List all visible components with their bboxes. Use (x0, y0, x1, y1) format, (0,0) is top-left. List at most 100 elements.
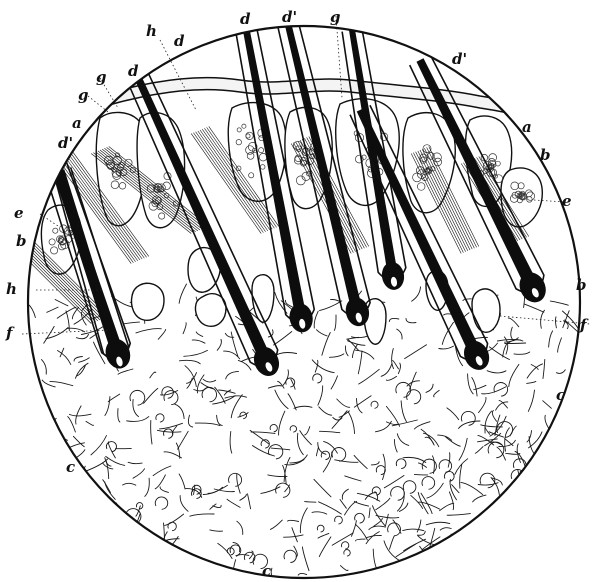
connective-fiber (527, 559, 531, 578)
connective-fiber (526, 430, 533, 443)
gland-cell (514, 190, 522, 198)
connective-fiber (543, 571, 553, 575)
hair-papilla (265, 362, 273, 372)
connective-fiber (588, 358, 600, 368)
connective-curl (91, 489, 102, 500)
gland-cell (124, 158, 133, 167)
connective-fiber (444, 436, 461, 447)
connective-fiber (291, 527, 298, 543)
connective-fiber (187, 414, 194, 428)
connective-fiber (318, 406, 333, 416)
gland-cell (110, 180, 120, 190)
connective-fiber (555, 369, 566, 374)
connective-fiber (488, 431, 504, 438)
connective-fiber (420, 492, 433, 515)
connective-fiber (373, 517, 383, 527)
connective-curl (395, 381, 412, 398)
connective-curl (421, 476, 436, 490)
connective-fiber (501, 554, 515, 563)
connective-fiber (564, 319, 579, 333)
connective-fiber (157, 328, 167, 340)
connective-fiber (194, 422, 221, 427)
connective-fiber (522, 507, 528, 523)
muscle-fiber (28, 238, 105, 319)
connective-fiber (101, 492, 106, 514)
connective-fiber (232, 541, 241, 553)
connective-curl (390, 486, 405, 501)
connective-curl (283, 549, 297, 563)
connective-fiber (277, 380, 285, 389)
connective-fiber (28, 429, 36, 432)
connective-fiber (124, 545, 148, 552)
connective-fiber (331, 532, 354, 546)
gland-cell (361, 154, 367, 160)
muscle-fiber (410, 153, 462, 254)
gland-cell (56, 235, 64, 244)
connective-fiber (416, 530, 426, 536)
muscle-fiber (28, 243, 92, 324)
gland-cell (245, 145, 255, 155)
gland-cell (247, 142, 258, 152)
connective-fiber (186, 377, 193, 389)
connective-fiber (178, 283, 187, 304)
connective-fiber (209, 503, 217, 510)
connective-fiber (186, 372, 197, 384)
connective-curl (285, 377, 296, 388)
hair-papilla (531, 288, 539, 298)
connective-fiber (446, 513, 471, 516)
muscle-fiber (201, 128, 273, 230)
connective-curl (421, 458, 437, 474)
connective-fiber (489, 547, 512, 561)
connective-curl (443, 471, 455, 482)
connective-fiber (283, 534, 304, 538)
connective-fiber (413, 473, 429, 476)
connective-fiber (416, 519, 422, 533)
connective-fiber (523, 514, 532, 526)
connective-fiber (461, 533, 465, 552)
gland-cell (129, 166, 136, 174)
connective-fiber (35, 417, 43, 424)
connective-curl (505, 539, 522, 557)
gland-cell (525, 191, 535, 201)
connective-fiber (561, 310, 579, 329)
connective-fiber (405, 317, 417, 324)
muscle-fiber (193, 132, 264, 233)
gland-cell (487, 158, 496, 167)
connective-fiber (351, 520, 357, 537)
connective-fiber (314, 359, 319, 373)
connective-fiber (467, 373, 474, 395)
connective-fiber (73, 356, 83, 362)
connective-fiber (587, 311, 598, 319)
connective-fiber (214, 386, 226, 404)
muscle-fiber (206, 127, 277, 228)
connective-fiber (351, 344, 358, 359)
connective-fiber (321, 332, 331, 356)
muscle-fiber (417, 150, 469, 252)
connective-fiber (516, 443, 521, 463)
label-h-left: h (6, 280, 17, 298)
connective-fiber (414, 562, 439, 568)
connective-fiber (531, 481, 537, 492)
gland-cell (526, 196, 533, 203)
connective-fiber (433, 389, 440, 398)
connective-fiber (250, 431, 276, 434)
connective-fiber (540, 503, 560, 511)
connective-fiber (346, 336, 360, 340)
muscle-fiber (106, 147, 207, 228)
connective-fiber (422, 562, 435, 578)
connective-fiber (54, 540, 65, 557)
gland-cell (236, 165, 242, 171)
connective-fiber (385, 405, 401, 427)
connective-fiber (189, 513, 215, 517)
connective-fiber (424, 436, 434, 444)
connective-fiber (451, 484, 460, 494)
connective-fiber (356, 492, 381, 502)
connective-fiber (353, 395, 372, 408)
muscle-fiber (93, 152, 194, 233)
connective-fiber (74, 362, 89, 379)
connective-fiber (323, 440, 338, 454)
connective-curl (226, 547, 235, 556)
connective-fiber (251, 445, 275, 457)
connective-fiber (422, 432, 440, 448)
connective-curl (402, 480, 417, 494)
